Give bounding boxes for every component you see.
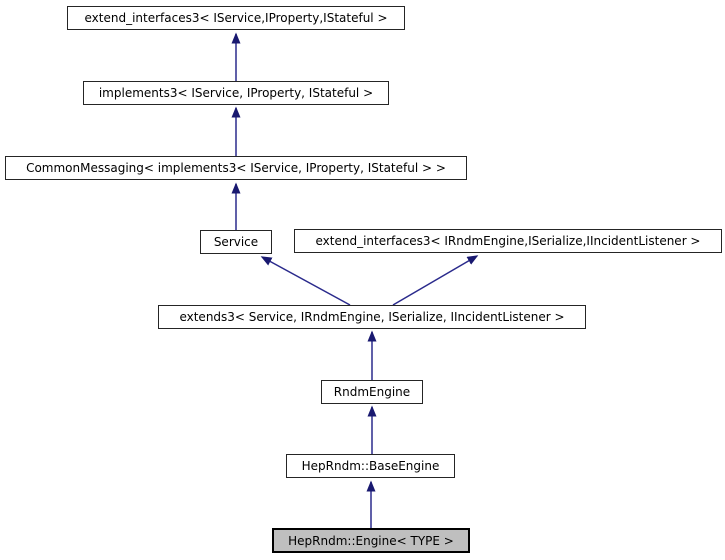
node-label: Service bbox=[213, 235, 259, 249]
node-label: HepRndm::BaseEngine bbox=[301, 459, 440, 473]
edge-extends3-to-extend-interfaces3-rndm bbox=[392, 255, 479, 306]
node-heprndm-engine-current: HepRndm::Engine< TYPE > bbox=[272, 528, 470, 553]
node-common-messaging[interactable]: CommonMessaging< implements3< IService, … bbox=[5, 156, 467, 180]
node-label: extend_interfaces3< IService,IProperty,I… bbox=[84, 11, 388, 25]
node-label: implements3< IService, IProperty, IState… bbox=[98, 86, 374, 100]
node-label: extends3< Service, IRndmEngine, ISeriali… bbox=[179, 310, 565, 324]
node-label: HepRndm::Engine< TYPE > bbox=[288, 533, 454, 548]
node-label: RndmEngine bbox=[333, 385, 411, 399]
edge-extends3-to-service bbox=[260, 256, 351, 306]
node-rndmengine[interactable]: RndmEngine bbox=[321, 380, 423, 404]
node-extends3[interactable]: extends3< Service, IRndmEngine, ISeriali… bbox=[158, 305, 586, 329]
node-heprndm-baseengine[interactable]: HepRndm::BaseEngine bbox=[286, 454, 455, 478]
node-label: CommonMessaging< implements3< IService, … bbox=[26, 161, 446, 175]
node-service[interactable]: Service bbox=[200, 230, 272, 254]
node-implements3[interactable]: implements3< IService, IProperty, IState… bbox=[83, 81, 389, 105]
node-label: extend_interfaces3< IRndmEngine,ISeriali… bbox=[315, 234, 701, 248]
node-extend-interfaces3-irndmengine[interactable]: extend_interfaces3< IRndmEngine,ISeriali… bbox=[294, 229, 722, 253]
node-extend-interfaces3-iservice[interactable]: extend_interfaces3< IService,IProperty,I… bbox=[67, 6, 405, 30]
